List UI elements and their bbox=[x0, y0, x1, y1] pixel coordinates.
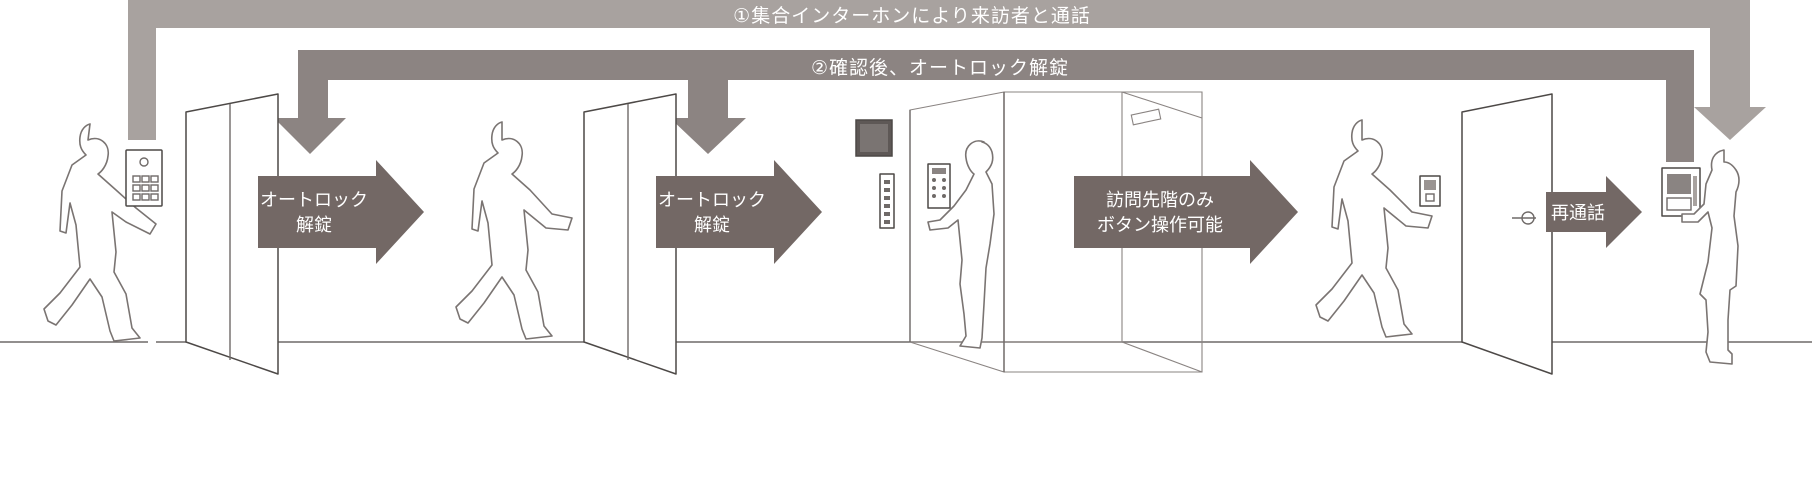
step-arrow-2-line1: オートロック bbox=[658, 190, 766, 211]
person-silhouette-icon bbox=[927, 140, 995, 349]
person-silhouette-icon bbox=[1315, 119, 1433, 338]
monitor-screen-icon bbox=[855, 119, 893, 157]
step-arrow-shape bbox=[1074, 160, 1298, 264]
door-icon bbox=[1461, 93, 1553, 375]
scene-resident-monitor bbox=[1661, 149, 1740, 365]
step-arrow-1-line2: 解錠 bbox=[296, 215, 332, 236]
doorbell-intercom-icon bbox=[1419, 175, 1441, 207]
door-handle-icon bbox=[1512, 211, 1536, 225]
scene-residence-door bbox=[1315, 93, 1553, 375]
door-icon bbox=[185, 93, 279, 375]
flow-label-intercom-call: ①集合インターホンにより来訪者と通話 bbox=[733, 5, 1091, 27]
step-arrow-1-line1: オートロック bbox=[260, 190, 368, 211]
intercom-panel-icon bbox=[125, 149, 163, 207]
step-arrow-3: 訪問先階のみ ボタン操作可能 bbox=[1074, 160, 1298, 264]
door-icon bbox=[583, 93, 677, 375]
flow-band-light-shape bbox=[128, 0, 1766, 140]
indoor-monitor-icon bbox=[1661, 167, 1701, 217]
woman-silhouette-icon bbox=[1681, 149, 1740, 365]
step-arrow-shape bbox=[1546, 176, 1642, 248]
step-arrow-1: オートロック 解錠 bbox=[258, 160, 424, 264]
step-arrow-shape bbox=[258, 160, 424, 264]
person-silhouette-icon bbox=[455, 121, 573, 340]
step-arrow-3-line1: 訪問先階のみ bbox=[1106, 190, 1214, 211]
step-arrow-3-line2: ボタン操作可能 bbox=[1097, 215, 1223, 236]
step-arrow-shape bbox=[656, 160, 822, 264]
flow-band-dark-shape bbox=[274, 50, 1694, 162]
flow-label-unlock: ②確認後、オートロック解錠 bbox=[811, 57, 1069, 79]
flow-band-intercom-call: ①集合インターホンにより来訪者と通話 bbox=[128, 0, 1766, 140]
step-arrow-4-line1: 再通話 bbox=[1551, 203, 1605, 224]
scene-entrance-intercom bbox=[43, 93, 279, 375]
step-arrow-2: オートロック 解錠 bbox=[656, 160, 822, 264]
elevator-icon bbox=[909, 91, 1203, 373]
scene-inner-door bbox=[455, 93, 677, 375]
step-arrow-4: 再通話 bbox=[1546, 176, 1642, 248]
person-silhouette-icon bbox=[43, 123, 157, 342]
elevator-call-panel-icon bbox=[879, 173, 895, 229]
step-arrow-2-line2: 解錠 bbox=[694, 215, 730, 236]
elevator-button-panel-icon bbox=[927, 163, 951, 209]
scene-elevator bbox=[855, 91, 1203, 373]
flow-band-unlock: ②確認後、オートロック解錠 bbox=[274, 50, 1694, 162]
